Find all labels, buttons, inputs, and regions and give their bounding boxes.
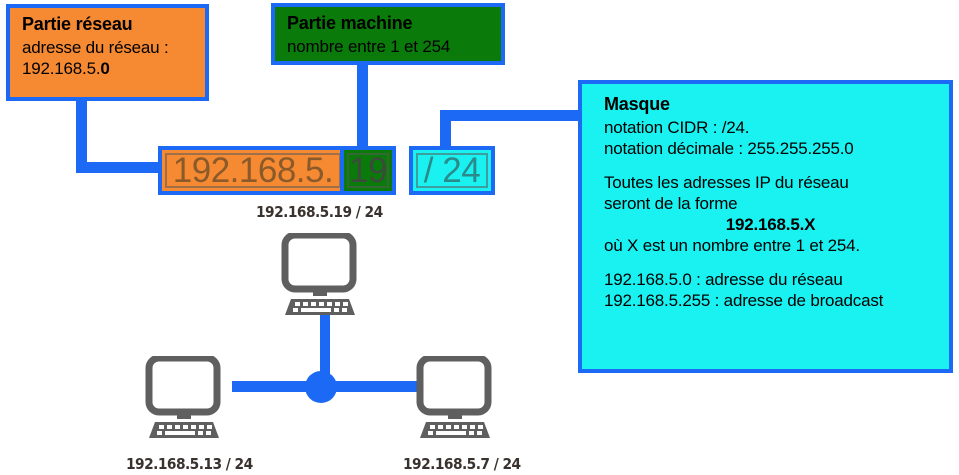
callout-mask-paragraph-2: seront de la forme bbox=[604, 194, 738, 214]
callout-mask-footnote-network: 192.168.5.0 : adresse du réseau bbox=[604, 270, 843, 290]
chip-host-text: 19 bbox=[349, 150, 387, 190]
connector-network-horizontal bbox=[76, 162, 164, 173]
chip-host-inner-border bbox=[347, 153, 389, 188]
callout-network-title: Partie réseau bbox=[22, 14, 133, 34]
connector-network-vertical bbox=[76, 99, 87, 167]
callout-mask-cidr: notation CIDR : /24. bbox=[604, 117, 750, 137]
callout-network-line-2: 192.168.5.0 bbox=[22, 59, 195, 80]
callout-network-prefix: 192.168.5. bbox=[22, 58, 101, 78]
callout-masque: Masque notation CIDR : /24. notation déc… bbox=[578, 80, 953, 373]
callout-mask-spacer-2 bbox=[604, 256, 937, 270]
caption-bottom-left-device: 192.168.5.13 / 24 bbox=[126, 455, 253, 473]
chip-mask-text: / 24 bbox=[423, 150, 481, 190]
callout-mask-paragraph-1: Toutes les adresses IP du réseau bbox=[604, 173, 849, 193]
chip-host-part: 19 bbox=[340, 146, 396, 195]
callout-mask-after-emphasis: où X est un nombre entre 1 et 254. bbox=[604, 235, 860, 255]
chip-network-part: 192.168.5. bbox=[158, 146, 348, 195]
callout-mask-spacer-1 bbox=[604, 159, 937, 173]
callout-partie-reseau: Partie réseau adresse du réseau : 192.16… bbox=[6, 4, 209, 101]
workstation-bottom-left bbox=[141, 354, 239, 440]
callout-machine-line-1: nombre entre 1 et 254 bbox=[287, 36, 451, 56]
connector-mask-horizontal bbox=[440, 110, 585, 121]
computer-icon bbox=[416, 354, 492, 438]
callout-partie-machine: Partie machine nombre entre 1 et 254 bbox=[271, 3, 505, 65]
callout-network-line-1: adresse du réseau : bbox=[22, 37, 169, 57]
chip-mask-inner-border bbox=[416, 153, 488, 188]
workstation-top bbox=[277, 231, 375, 317]
chip-network-text: 192.168.5. bbox=[172, 150, 334, 190]
computer-icon bbox=[145, 354, 221, 438]
computer-icon bbox=[281, 231, 357, 315]
connector-mask-vertical bbox=[440, 110, 451, 152]
callout-machine-title: Partie machine bbox=[287, 13, 413, 33]
callout-mask-footnote-broadcast: 192.168.5.255 : adresse de broadcast bbox=[604, 291, 884, 311]
chip-mask-part: / 24 bbox=[409, 146, 495, 195]
callout-mask-emphasis: 192.168.5.X bbox=[725, 214, 816, 234]
connector-machine-vertical bbox=[357, 62, 368, 150]
callout-mask-title: Masque bbox=[604, 94, 670, 114]
callout-mask-decimal: notation décimale : 255.255.255.0 bbox=[604, 138, 854, 158]
connector-top-device-to-hub bbox=[320, 312, 330, 390]
caption-top-device: 192.168.5.19 / 24 bbox=[256, 203, 383, 221]
connector-right-device-to-hub bbox=[322, 381, 418, 392]
caption-bottom-right-device: 192.168.5.7 / 24 bbox=[403, 455, 521, 473]
callout-network-host-digit: 0 bbox=[100, 58, 110, 78]
connector-left-device-to-hub bbox=[232, 381, 328, 392]
network-hub-node bbox=[305, 371, 337, 403]
workstation-bottom-right bbox=[412, 354, 510, 440]
